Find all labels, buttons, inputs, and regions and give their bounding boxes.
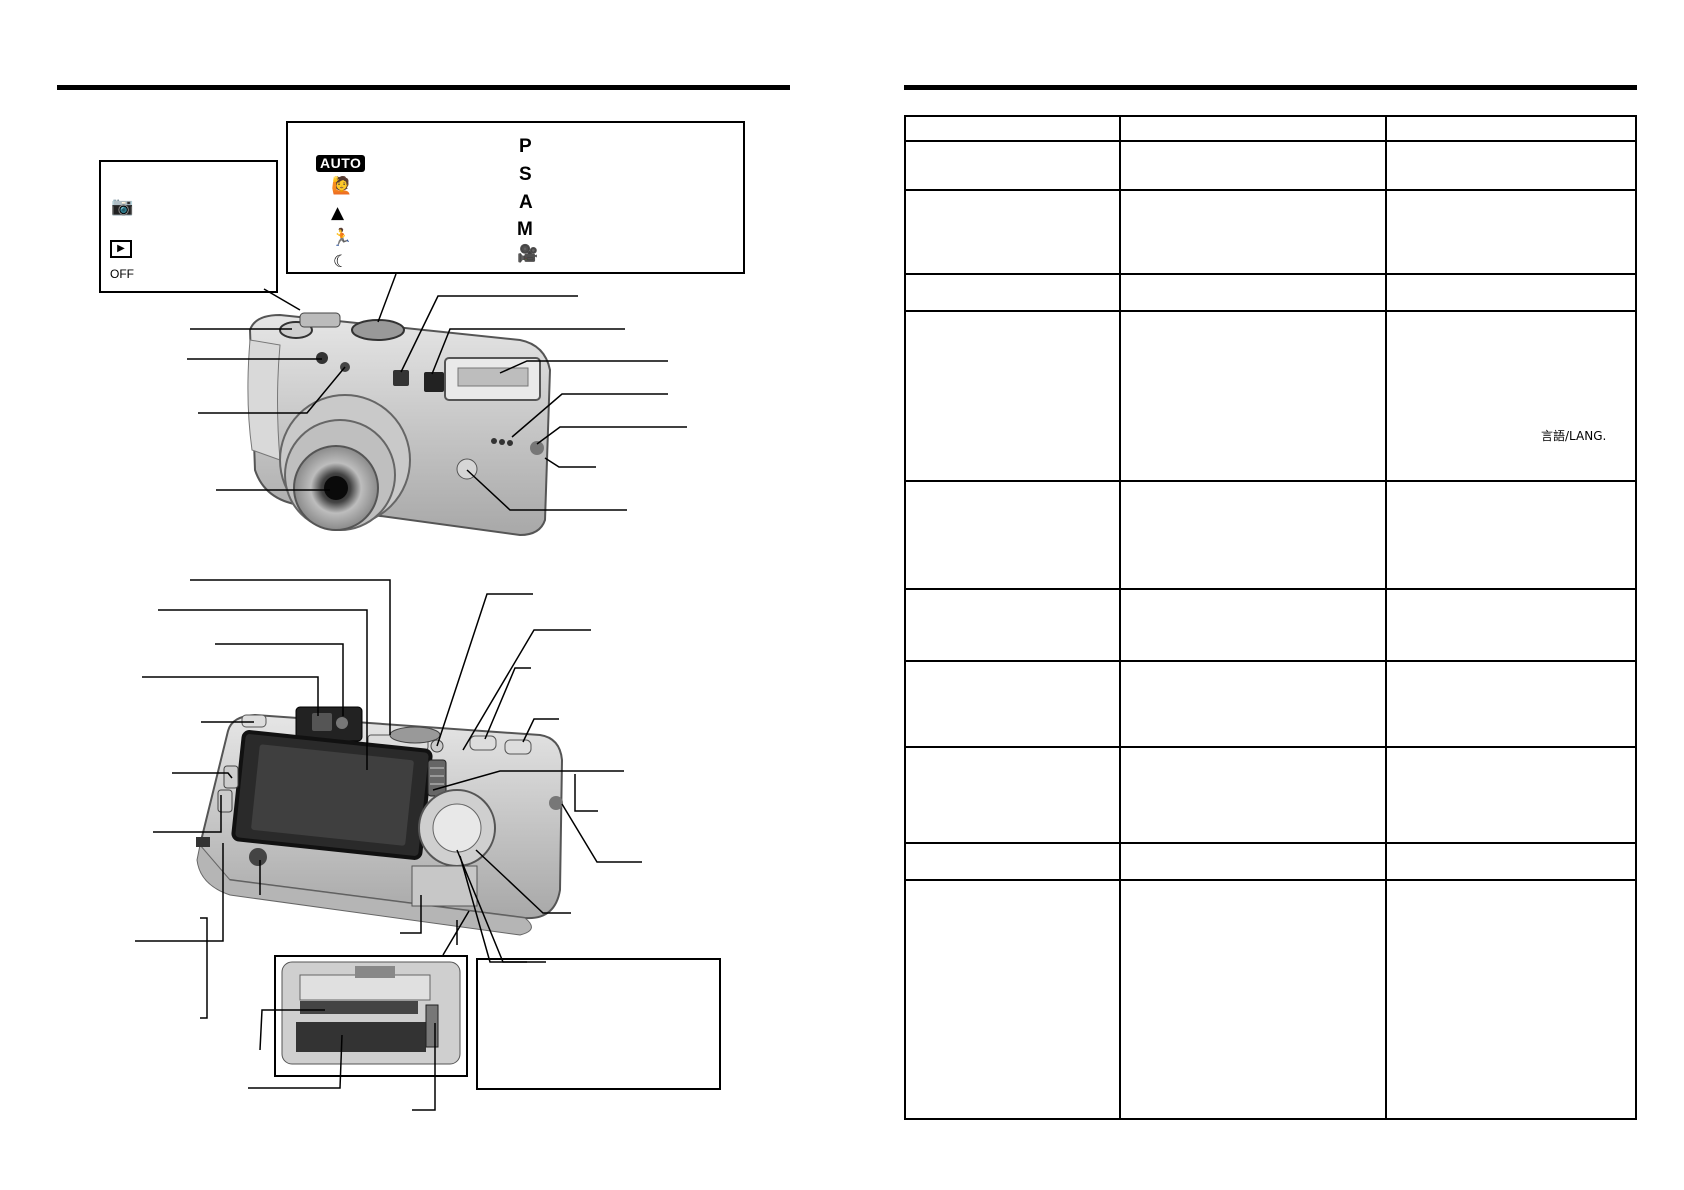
- table-cell: [1385, 842, 1637, 881]
- table-row: [904, 480, 1637, 590]
- table-cell: [1119, 660, 1387, 748]
- program-mode-letter: P: [519, 136, 532, 157]
- table-cell: [1385, 480, 1637, 590]
- left-header-rule: [57, 85, 790, 90]
- flash-sensor: [424, 372, 444, 392]
- right-header-rule: [904, 85, 1637, 90]
- usb-socket: [196, 837, 210, 847]
- shutter-priority-letter: S: [519, 164, 532, 185]
- table-cell: [1119, 480, 1387, 590]
- auto-mode-badge: AUTO: [316, 155, 366, 172]
- table-cell: [904, 660, 1121, 748]
- table-row: [904, 273, 1637, 312]
- table-cell: [904, 140, 1121, 191]
- table-cell: [904, 189, 1121, 275]
- table-cell: [904, 746, 1121, 844]
- battery-compartment-inset: [274, 955, 468, 1077]
- movie-camera-icon: 🎥: [517, 244, 539, 264]
- table-cell: [1385, 310, 1637, 482]
- table-cell: [1119, 189, 1387, 275]
- table-cell: [1119, 273, 1387, 312]
- table-row: [904, 310, 1637, 482]
- table-cell: [1119, 140, 1387, 191]
- camera-icon: 📷: [111, 196, 134, 217]
- viewfinder-window-front: [393, 370, 409, 386]
- table-cell: [1119, 115, 1387, 142]
- table-cell: [904, 879, 1121, 1120]
- table-cell: [1385, 746, 1637, 844]
- display-button: [241, 714, 267, 728]
- playback-icon: ▶: [110, 240, 132, 258]
- table-cell: [1119, 746, 1387, 844]
- table-row: [904, 588, 1637, 662]
- table-cell: [1385, 879, 1637, 1120]
- camera-front-view: [247, 312, 552, 537]
- sport-runner-icon: 🏃: [331, 228, 353, 248]
- table-cell: [1119, 588, 1387, 662]
- landscape-mountain-icon: ▲: [331, 203, 345, 223]
- table-cell: [1385, 115, 1637, 142]
- table-row: [904, 140, 1637, 191]
- language-setting-label: 言語/LANG.: [1541, 429, 1607, 443]
- table-row: [904, 660, 1637, 748]
- table-cell: [1385, 189, 1637, 275]
- table-cell: [904, 115, 1121, 142]
- mode-dial-callout: AUTO 🙋 ▲ 🏃 ☾ P S A M 🎥: [286, 121, 745, 274]
- front-leader-lines: [187, 273, 687, 511]
- table-cell: [1385, 588, 1637, 662]
- menu-ok-button: [469, 735, 497, 751]
- portrait-icon: 🙋: [331, 176, 353, 196]
- camera-illustrations: [135, 273, 721, 1111]
- video-out-cover: [217, 789, 233, 813]
- table-row: [904, 189, 1637, 275]
- table-cell: [904, 310, 1121, 482]
- table-cell: [1385, 273, 1637, 312]
- night-scene-moon-icon: ☾: [333, 252, 349, 272]
- table-cell: [904, 842, 1121, 881]
- strap-mount-back: [549, 796, 563, 810]
- table-cell: [1385, 140, 1637, 191]
- table-cell: [904, 588, 1121, 662]
- camera-back-view: [196, 706, 564, 936]
- power-off-label: OFF: [110, 267, 134, 281]
- table-cell: [1119, 842, 1387, 881]
- back-button: [504, 739, 532, 755]
- microphone: [491, 438, 497, 444]
- back-leader-lines: [135, 579, 642, 1111]
- mode-dial-knob: [351, 319, 405, 341]
- table-row: [904, 746, 1637, 844]
- table-cell: [1119, 310, 1387, 482]
- table-cell: [904, 273, 1121, 312]
- table-row: [904, 842, 1637, 881]
- battery-slot: [296, 1022, 426, 1052]
- controller-callout-box: [476, 958, 721, 1090]
- table-row: [904, 879, 1637, 1120]
- table-cell: [1119, 879, 1387, 1120]
- tripod-socket: [249, 848, 267, 866]
- power-switch-callout: 📷 ▶ OFF: [99, 160, 278, 293]
- left-page: 📷 ▶ OFF AUTO 🙋 ▲ 🏃 ☾ P S A M 🎥: [57, 85, 790, 1111]
- strap-mount-front: [530, 441, 544, 455]
- command-dial-back: [427, 759, 447, 797]
- aperture-priority-letter: A: [519, 192, 533, 213]
- xd-card-slot: [300, 1001, 418, 1014]
- table-cell: [1385, 660, 1637, 748]
- battery-latch: [425, 1004, 439, 1048]
- table-cell: [904, 480, 1121, 590]
- manual-mode-letter: M: [517, 219, 533, 240]
- specification-table: [904, 115, 1637, 1120]
- table-header-row: [904, 115, 1637, 142]
- af-assist-lamp: [316, 352, 328, 364]
